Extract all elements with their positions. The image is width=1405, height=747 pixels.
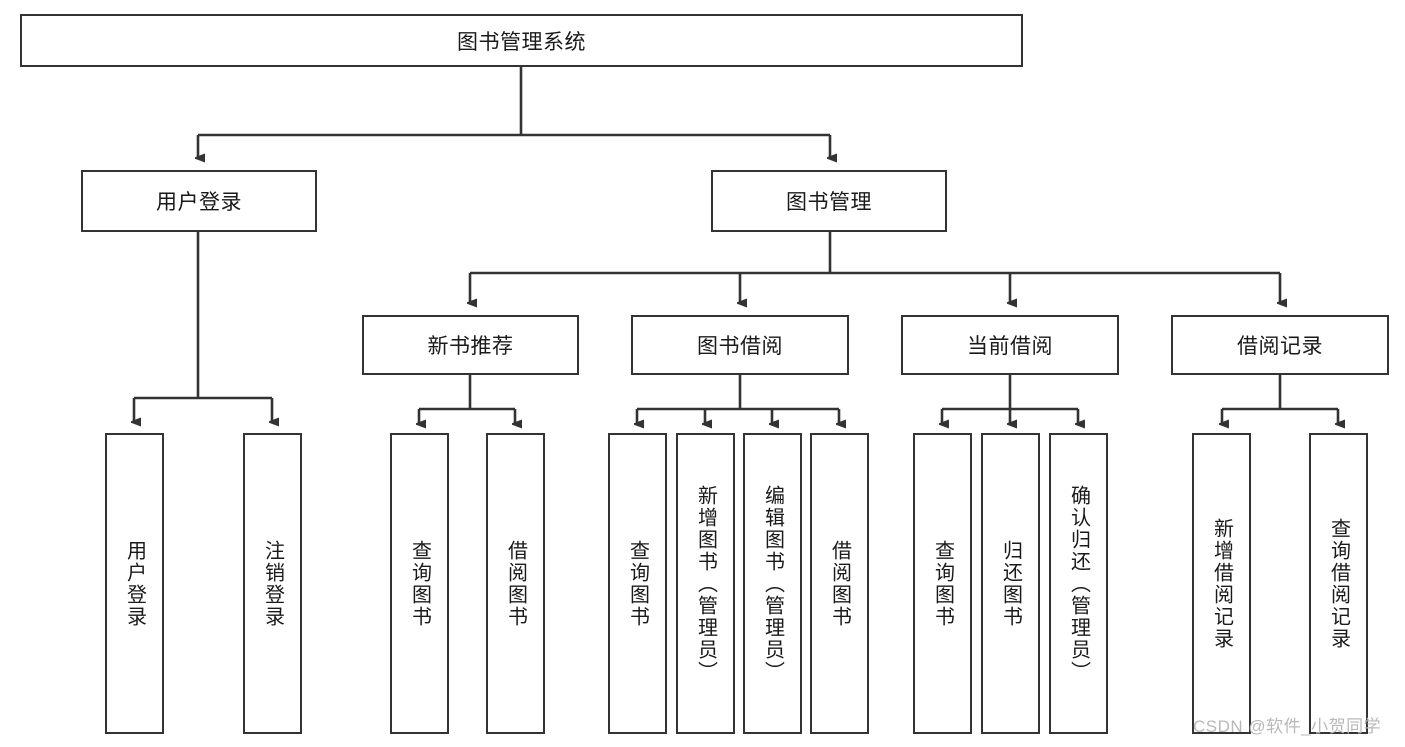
leaf-query-book-recommend[interactable]: 查询图书 — [390, 433, 449, 734]
node-new-book-recommend[interactable]: 新书推荐 — [362, 315, 579, 375]
node-root-label: 图书管理系统 — [457, 30, 586, 54]
leaf-query-book-current-label: 查询图书 — [931, 539, 954, 628]
leaf-add-book-admin-label: 新增图书（管理员） — [694, 484, 717, 683]
node-user-login[interactable]: 用户登录 — [81, 170, 317, 232]
leaf-confirm-return-admin-label: 确认归还（管理员） — [1067, 484, 1090, 683]
leaf-return-book[interactable]: 归还图书 — [981, 433, 1040, 734]
node-book-management-label: 图书管理 — [786, 191, 872, 214]
leaf-logout[interactable]: 注销登录 — [243, 433, 302, 734]
node-new-book-recommend-label: 新书推荐 — [427, 335, 514, 358]
leaf-borrow-book[interactable]: 借阅图书 — [810, 433, 869, 734]
node-user-login-label: 用户登录 — [156, 191, 242, 214]
leaf-query-book-recommend-label: 查询图书 — [408, 539, 431, 628]
leaf-add-borrow-record[interactable]: 新增借阅记录 — [1192, 433, 1251, 734]
leaf-query-book-borrow-label: 查询图书 — [626, 539, 649, 628]
leaf-return-book-label: 归还图书 — [999, 539, 1022, 628]
leaf-logout-label: 注销登录 — [261, 539, 284, 628]
leaf-edit-book-admin-label: 编辑图书（管理员） — [761, 484, 784, 683]
leaf-user-login-label: 用户登录 — [123, 539, 146, 628]
leaf-query-borrow-record[interactable]: 查询借阅记录 — [1309, 433, 1368, 734]
leaf-confirm-return-admin[interactable]: 确认归还（管理员） — [1049, 433, 1108, 734]
node-borrow-record-label: 借阅记录 — [1237, 335, 1323, 358]
leaf-borrow-book-recommend[interactable]: 借阅图书 — [486, 433, 545, 734]
node-book-borrow[interactable]: 图书借阅 — [631, 315, 849, 375]
leaf-query-book-current[interactable]: 查询图书 — [913, 433, 972, 734]
leaf-add-book-admin[interactable]: 新增图书（管理员） — [676, 433, 735, 734]
watermark-text: CSDN @软件_小贺同学 — [1193, 717, 1382, 736]
node-book-management[interactable]: 图书管理 — [711, 170, 947, 232]
node-current-borrow-label: 当前借阅 — [967, 335, 1053, 358]
node-current-borrow[interactable]: 当前借阅 — [901, 315, 1119, 375]
leaf-user-login[interactable]: 用户登录 — [105, 433, 164, 734]
leaf-add-borrow-record-label: 新增借阅记录 — [1210, 517, 1233, 650]
leaf-query-borrow-record-label: 查询借阅记录 — [1327, 517, 1350, 650]
leaf-borrow-book-label: 借阅图书 — [828, 539, 851, 628]
leaf-query-book-borrow[interactable]: 查询图书 — [608, 433, 667, 734]
node-borrow-record[interactable]: 借阅记录 — [1171, 315, 1389, 375]
node-book-borrow-label: 图书借阅 — [697, 335, 783, 358]
node-root[interactable]: 图书管理系统 — [20, 14, 1023, 67]
leaf-edit-book-admin[interactable]: 编辑图书（管理员） — [743, 433, 802, 734]
leaf-borrow-book-recommend-label: 借阅图书 — [504, 539, 527, 628]
